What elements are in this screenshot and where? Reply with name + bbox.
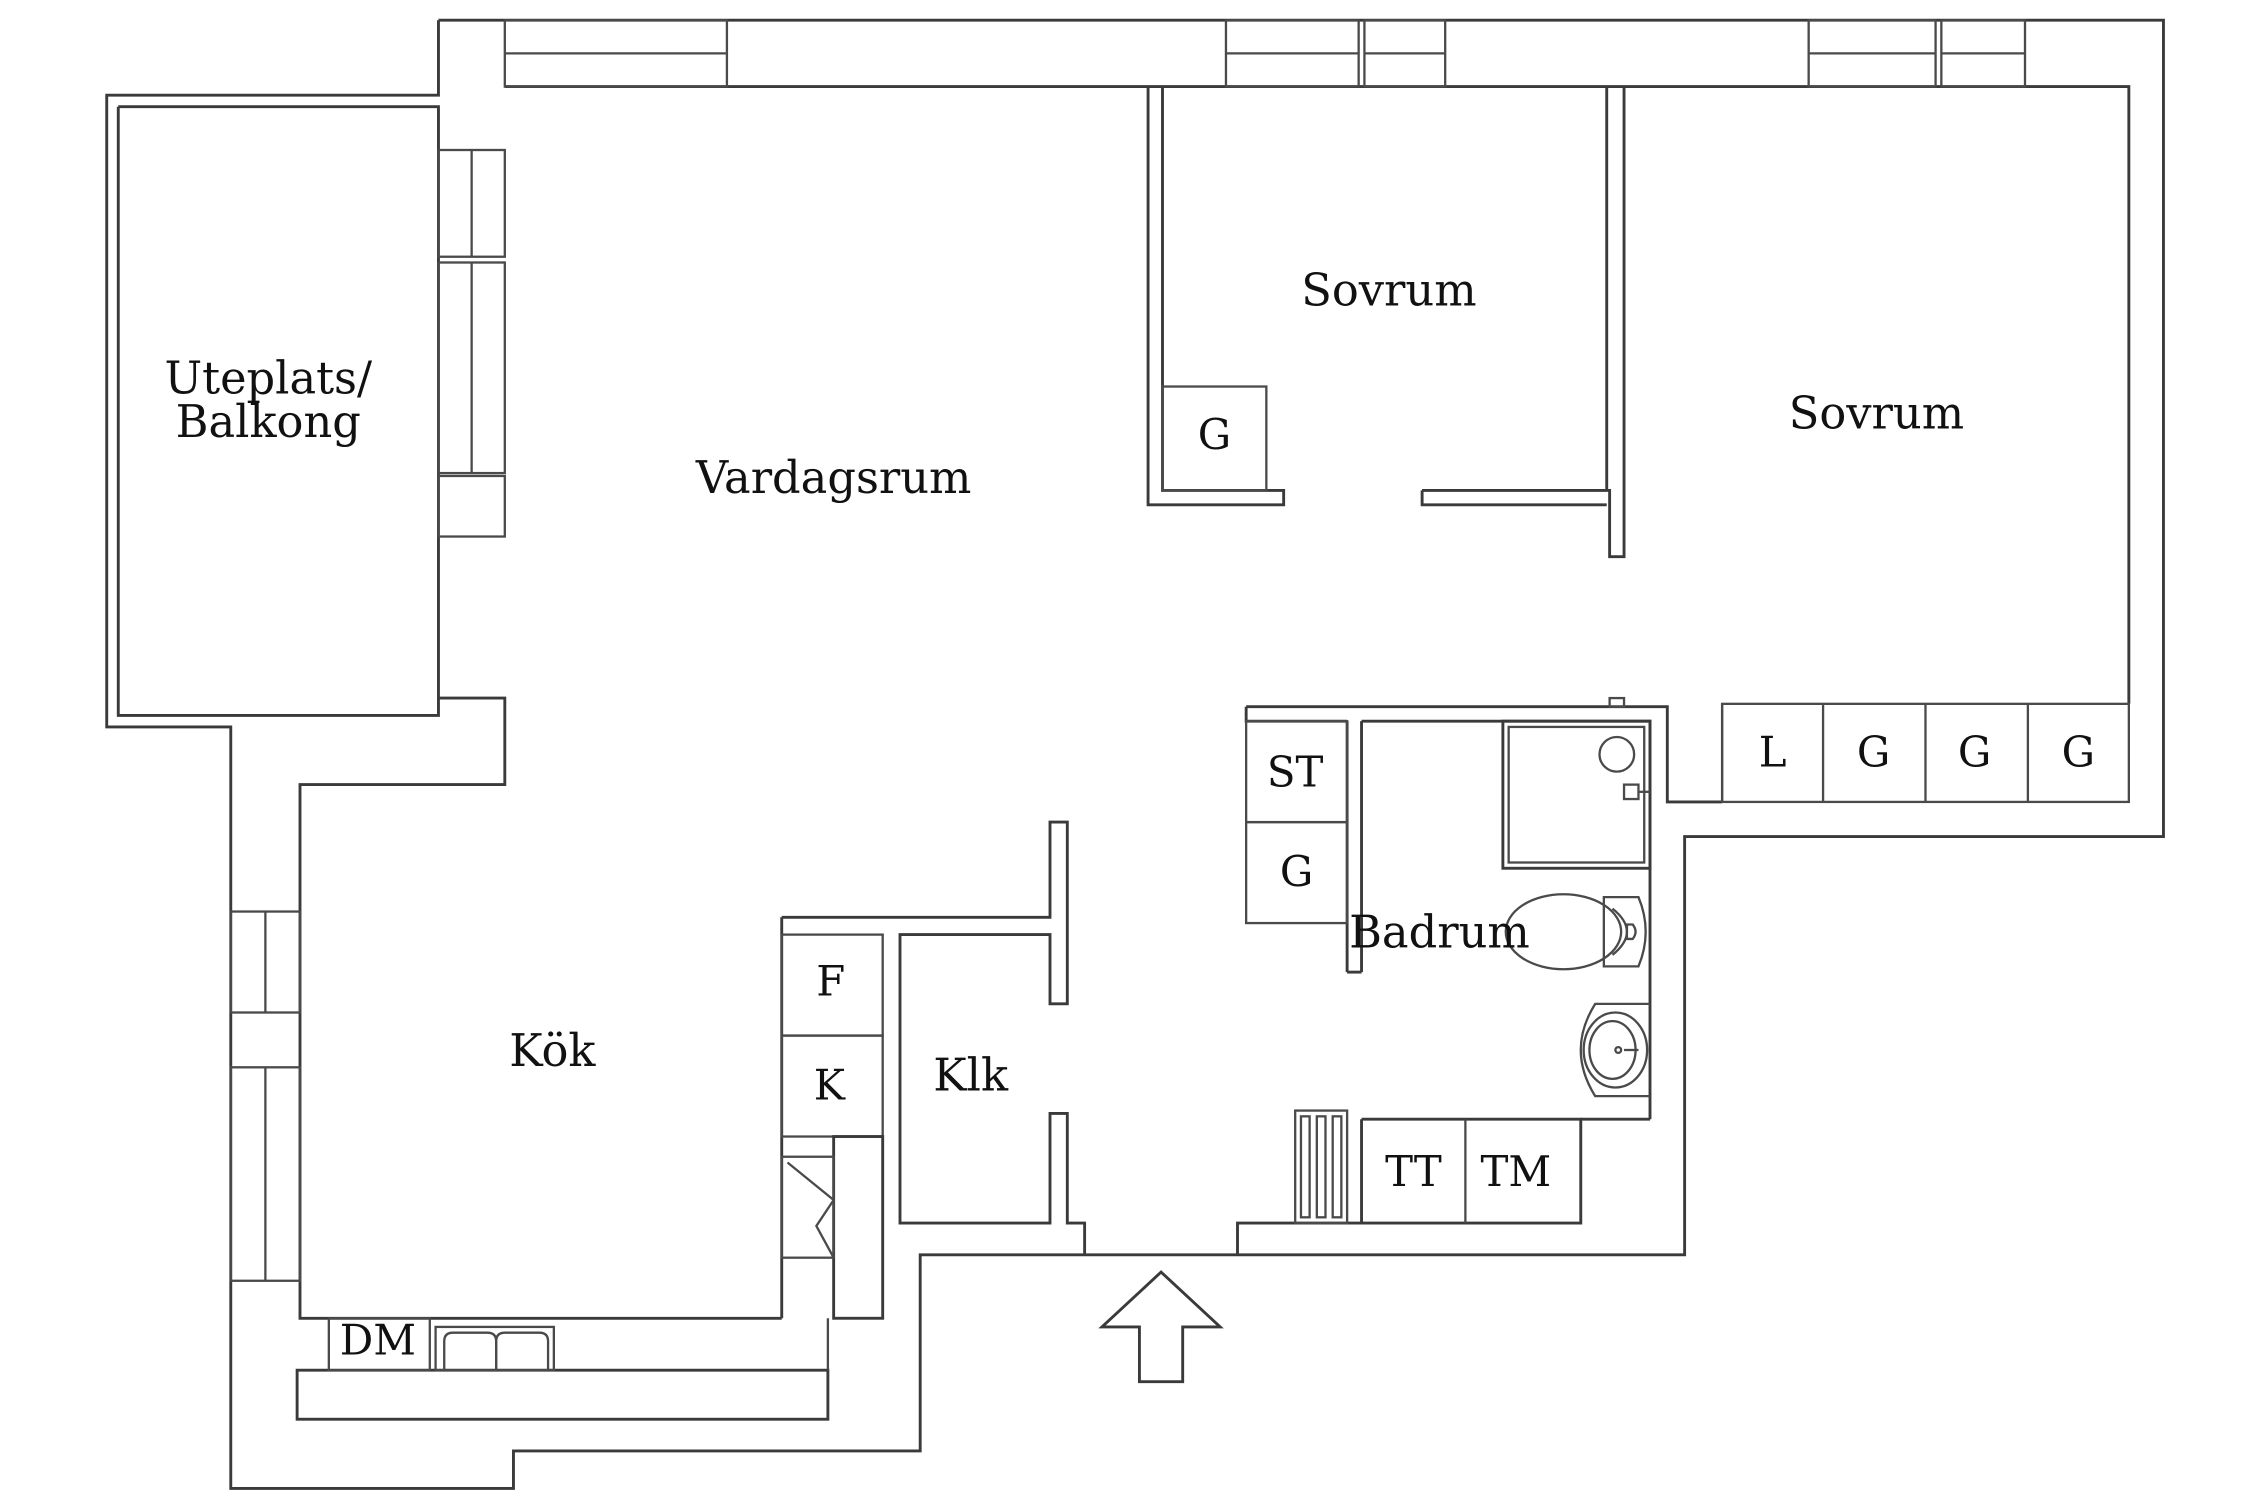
windows (229, 19, 2027, 1282)
sink-icon (1579, 1002, 1650, 1098)
fixture-label-linen: L (1759, 727, 1787, 776)
room-label-closet: Klk (933, 1048, 1009, 1101)
fixture-label-washer: TM (1481, 1147, 1552, 1196)
fixture-label-wardrobe: G (2062, 727, 2095, 776)
room-label-balcony-line1: Uteplats/ (164, 352, 373, 405)
fixture-label-storage: ST (1267, 747, 1324, 796)
outer-walls (105, 18, 2165, 1490)
fixture-label-dryer: TT (1385, 1147, 1442, 1196)
fixture-label-wardrobe: G (1857, 727, 1890, 776)
room-labels: Uteplats/ Balkong Vardagsrum Sovrum Sovr… (164, 264, 1964, 1102)
fixture-labels: G L G G G ST G F K DM TT TM (340, 410, 2095, 1365)
shower-drain-icon (1598, 735, 1636, 773)
room-label-kitchen: Kök (509, 1024, 596, 1077)
fixture-label-freezer: K (814, 1060, 846, 1109)
bathroom-fixtures (1294, 696, 1652, 1225)
room-label-bedroom-2: Sovrum (1789, 386, 1964, 439)
room-label-bathroom: Badrum (1349, 906, 1530, 959)
fixture-label-wardrobe: G (1958, 727, 1991, 776)
wardrobe-bedroom1-box (1161, 385, 1268, 492)
room-label-living: Vardagsrum (695, 451, 972, 504)
toilet-icon (1504, 893, 1647, 971)
fixture-label-fridge: F (816, 957, 845, 1006)
shower (1501, 719, 1652, 870)
radiator-icon (1294, 1109, 1349, 1225)
fixture-label-dishwasher: DM (340, 1316, 416, 1365)
fixture-label-wardrobe: G (1198, 410, 1231, 459)
interior-walls (295, 86, 2130, 1421)
entrance-arrow-icon (1098, 1270, 1224, 1384)
room-label-balcony-line2: Balkong (176, 395, 361, 448)
fixture-label-wardrobe: G (1280, 847, 1313, 896)
room-label-bedroom-1: Sovrum (1301, 264, 1476, 317)
